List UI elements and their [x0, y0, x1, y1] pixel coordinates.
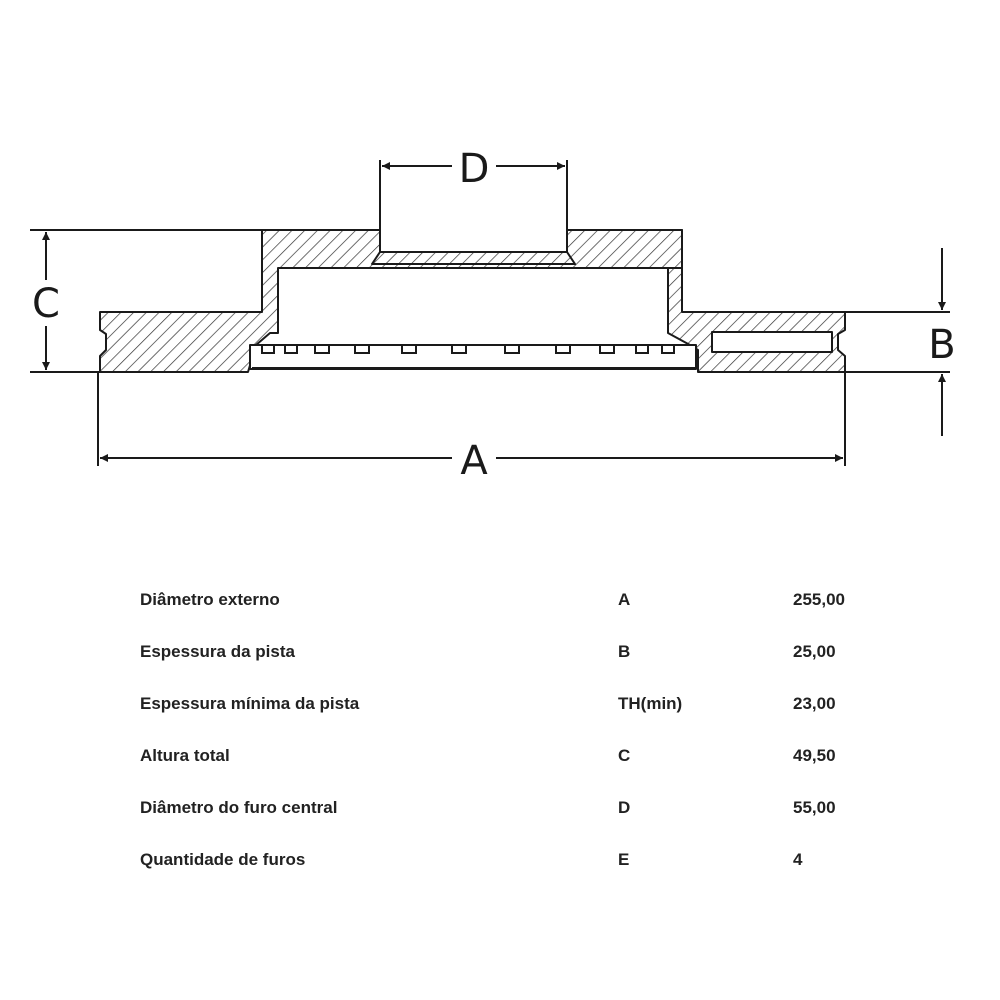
table-row: Quantidade de furos E 4	[140, 834, 900, 886]
table-row: Espessura da pista B 25,00	[140, 626, 900, 678]
dimension-arrows	[42, 162, 946, 462]
vent-hole	[504, 344, 520, 354]
spec-name: Diâmetro externo	[140, 590, 280, 609]
dim-label-c: C	[32, 281, 60, 327]
dim-label-d: D	[459, 146, 490, 192]
table-row: Espessura mínima da pista TH(min) 23,00	[140, 678, 900, 730]
spec-symbol: C	[618, 746, 631, 765]
vent-hole	[284, 344, 298, 354]
disc-right-pocket	[711, 331, 833, 353]
table-row: Diâmetro do furo central D 55,00	[140, 782, 900, 834]
brake-disc-cross-section-diagram: D C B A	[30, 146, 956, 484]
spec-name: Quantidade de furos	[140, 850, 306, 869]
vent-hole	[661, 344, 675, 354]
vent-hole	[261, 344, 275, 354]
vent-hole	[451, 344, 467, 354]
spec-name: Diâmetro do furo central	[140, 798, 338, 817]
vent-hole	[599, 344, 615, 354]
dim-label-a: A	[460, 438, 488, 484]
extension-lines	[30, 160, 950, 466]
spec-value: 25,00	[793, 642, 836, 661]
spec-symbol: E	[618, 850, 630, 869]
spec-value: 4	[793, 850, 803, 869]
vent-hole	[314, 344, 330, 354]
vent-holes	[252, 344, 696, 369]
spec-name: Espessura mínima da pista	[140, 694, 360, 713]
dim-label-b: B	[928, 322, 955, 368]
vent-hole	[354, 344, 370, 354]
disc-hub-plate	[371, 251, 576, 265]
spec-symbol: A	[618, 590, 631, 609]
spec-value: 255,00	[793, 590, 845, 609]
vent-hole	[555, 344, 571, 354]
spec-value: 55,00	[793, 798, 836, 817]
spec-table: Diâmetro externo A 255,00 Espessura da p…	[140, 574, 900, 886]
spec-symbol: D	[618, 798, 631, 817]
table-row: Altura total C 49,50	[140, 730, 900, 782]
spec-value: 49,50	[793, 746, 836, 765]
spec-name: Altura total	[140, 746, 230, 765]
spec-symbol: B	[618, 642, 631, 661]
vent-hole	[401, 344, 417, 354]
table-row: Diâmetro externo A 255,00	[140, 574, 900, 626]
vent-hole	[635, 344, 649, 354]
spec-name: Espessura da pista	[140, 642, 295, 661]
spec-symbol: TH(min)	[618, 694, 683, 713]
spec-value: 23,00	[793, 694, 836, 713]
disc-section	[99, 229, 846, 373]
